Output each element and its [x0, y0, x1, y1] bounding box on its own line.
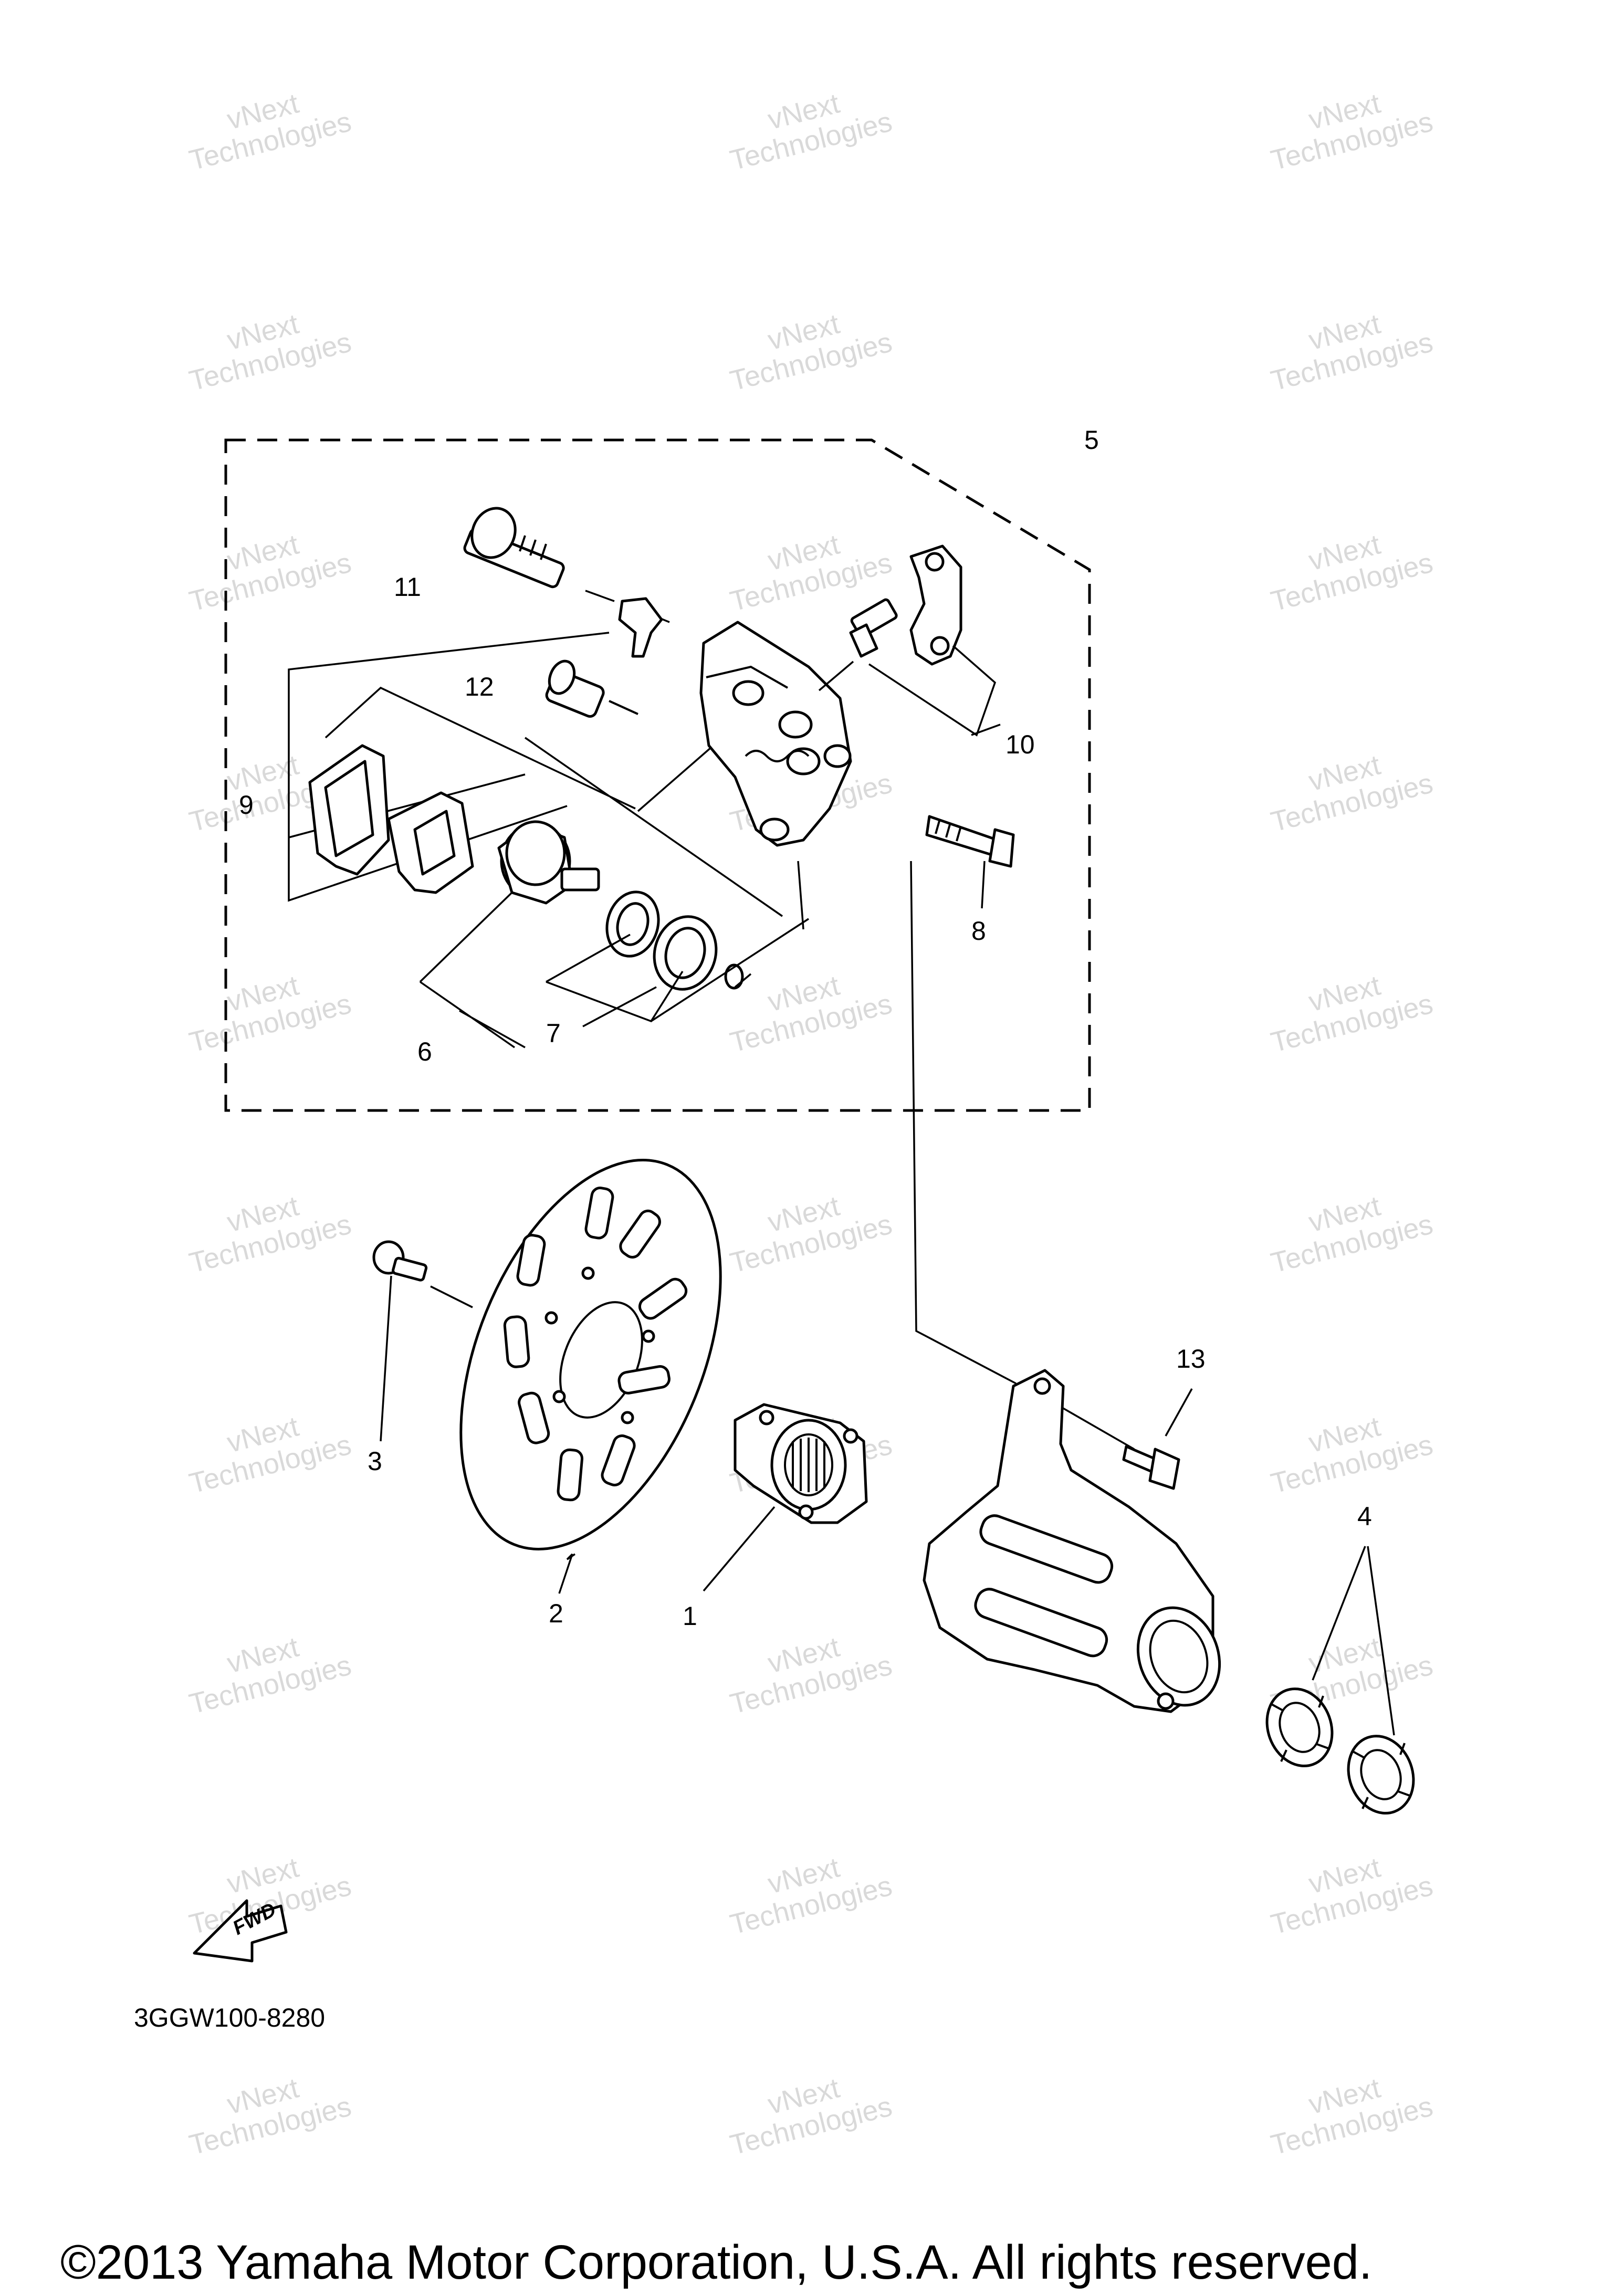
diagram-ref-code: 3GGW100-8280 [134, 2003, 325, 2032]
callout-4: 4 [1357, 1502, 1372, 1531]
callout-labels: 5 11 12 10 9 8 7 6 13 3 4 2 1 [239, 425, 1372, 1631]
callout-8: 8 [971, 916, 986, 946]
callout-13: 13 [1176, 1344, 1206, 1374]
pad-group-lines [324, 686, 804, 930]
piston-6 [497, 820, 600, 905]
hub-1 [703, 1403, 868, 1592]
callout-10: 10 [1005, 730, 1035, 759]
leader-bracket-10 [868, 645, 1001, 737]
assembly-guide-line [910, 861, 1135, 1450]
caliper-body [699, 621, 852, 847]
sleeve-12 [545, 659, 638, 718]
bleeder-screw-10 [818, 598, 898, 691]
leader-line-2 [558, 1553, 575, 1594]
caliper-bolt-8 [925, 815, 1015, 909]
callout-5: 5 [1084, 425, 1099, 455]
brake-pad-9 [308, 744, 474, 894]
callout-6: 6 [417, 1037, 432, 1066]
disc-bolt-3 [372, 1240, 473, 1442]
leader-bracket-7 [546, 918, 809, 1028]
callout-12: 12 [465, 672, 494, 701]
copyright-notice: ©2013 Yamaha Motor Corporation, U.S.A. A… [60, 2236, 1372, 2289]
axle-nuts-4 [1265, 1546, 1415, 1815]
callout-9: 9 [239, 790, 254, 820]
caliper-bracket-10 [909, 544, 962, 666]
brake-disc-2 [459, 1159, 722, 1550]
callout-3: 3 [368, 1446, 382, 1476]
callout-2: 2 [549, 1599, 563, 1628]
callout-11: 11 [394, 572, 421, 602]
leader-bracket-6 [419, 892, 526, 1049]
slide-pin-11 [463, 507, 565, 589]
callout-1: 1 [683, 1601, 697, 1631]
caliper-assembly-outline [224, 438, 1091, 1112]
retaining-clip [618, 597, 663, 658]
caliper-bracket-housing [923, 1369, 1221, 1713]
callout-7: 7 [546, 1019, 561, 1048]
bracket-bolt-13 [1122, 1388, 1193, 1490]
piston-seals-7 [605, 890, 744, 991]
